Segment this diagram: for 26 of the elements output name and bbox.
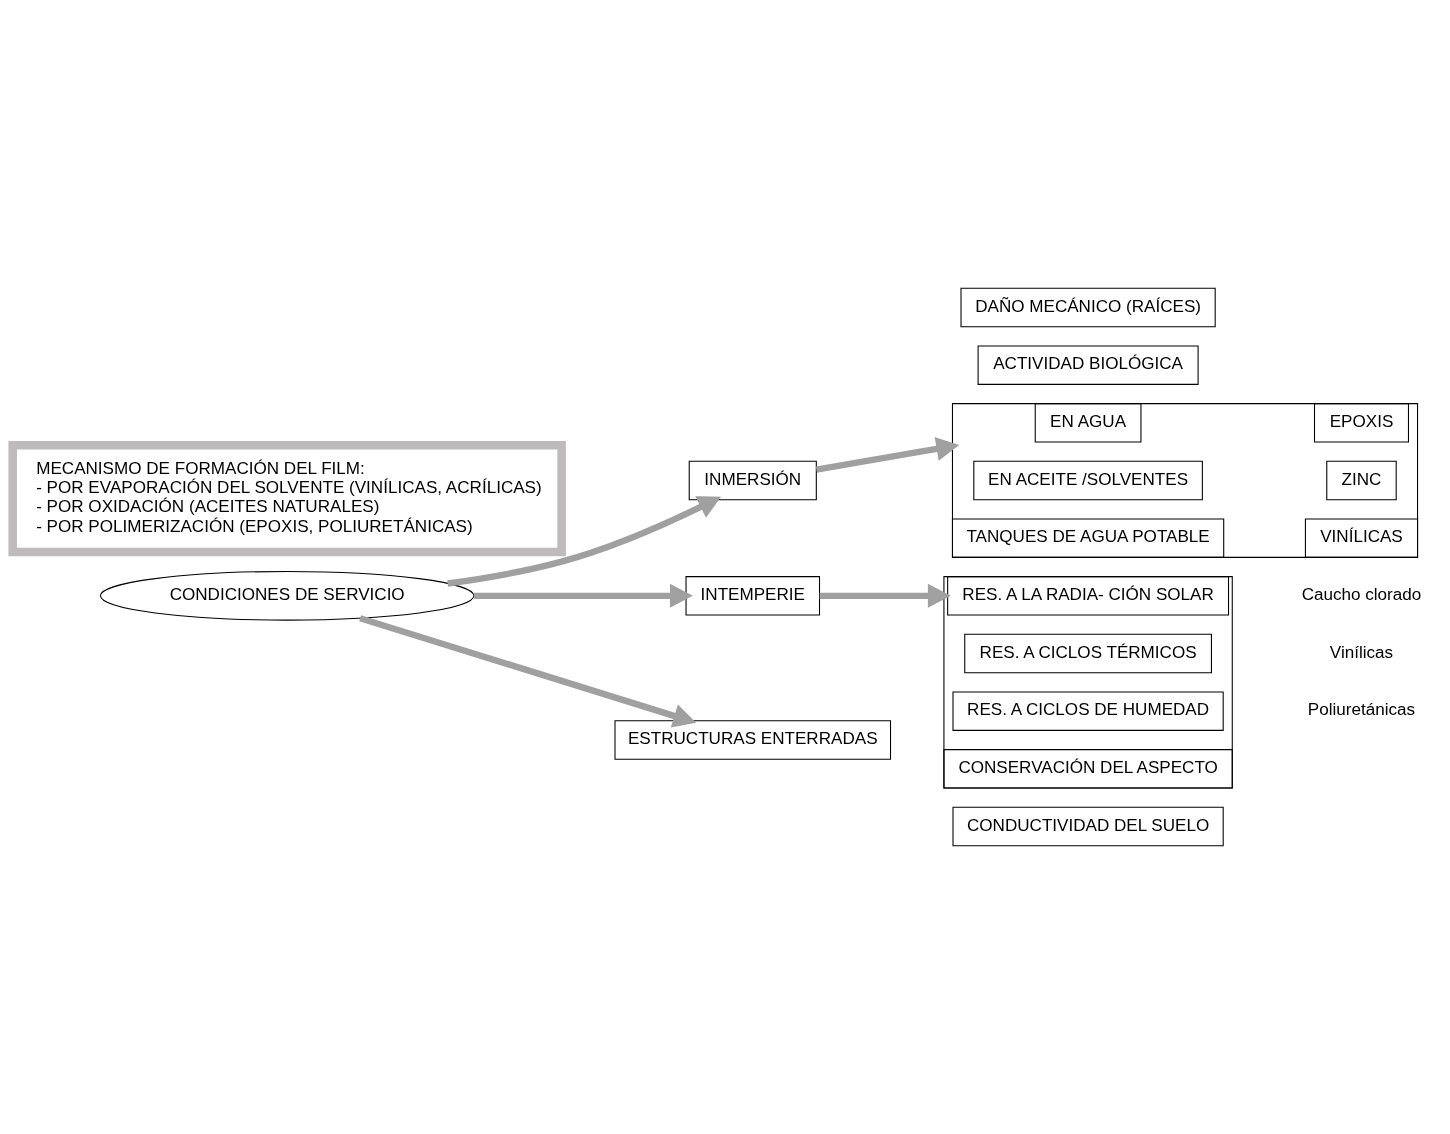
arrow <box>447 496 722 587</box>
label: Poliuretánicas <box>1307 700 1416 720</box>
node-box: DAÑO MECÁNICO (RAÍCES) <box>960 287 1216 328</box>
node-box: ESTRUCTURAS ENTERRADAS <box>614 720 892 760</box>
arrow <box>815 437 960 473</box>
node-box: VINÍLICAS <box>1304 518 1419 558</box>
node-box: EN ACEITE /SOLVENTES <box>973 460 1203 501</box>
node-box: TANQUES DE AGUA POTABLE <box>951 518 1225 558</box>
label: Vinílicas <box>1329 642 1394 662</box>
arrow <box>819 583 951 608</box>
arrow <box>473 583 693 608</box>
node-box: ZINC <box>1326 460 1397 501</box>
node-box: RES. A CICLOS DE HUMEDAD <box>952 691 1224 731</box>
node-box: MECANISMO DE FORMACIÓN DEL FILM: - POR EVAPORACIÓN DEL SOLVENTE (VINÍLICAS, ACRÍLICAS) - POR OXIDACIÓN (ACEITES NATURALES) - POR POLIMERIZACIÓN (EPOXIS, POLIURETÁNICAS) <box>8 441 566 557</box>
node-box: CONSERVACIÓN DEL ASPECTO <box>943 749 1233 789</box>
node-box: RES. A LA RADIA- CIÓN SOLAR <box>947 576 1230 616</box>
node-box: RES. A CICLOS TÉRMICOS <box>964 633 1212 674</box>
node-box: ACTIVIDAD BIOLÓGICA <box>977 345 1199 385</box>
node-box: CONDUCTIVIDAD DEL SUELO <box>952 806 1224 847</box>
node-box: EN AGUA <box>1034 403 1142 443</box>
node-ellipse: CONDICIONES DE SERVICIO <box>99 571 475 621</box>
node-box: INMERSIÓN <box>688 460 817 501</box>
arrow <box>359 615 697 728</box>
label: Caucho clorado <box>1301 584 1422 604</box>
node-box: INTEMPERIE <box>685 576 821 616</box>
node-box: EPOXIS <box>1313 403 1409 443</box>
